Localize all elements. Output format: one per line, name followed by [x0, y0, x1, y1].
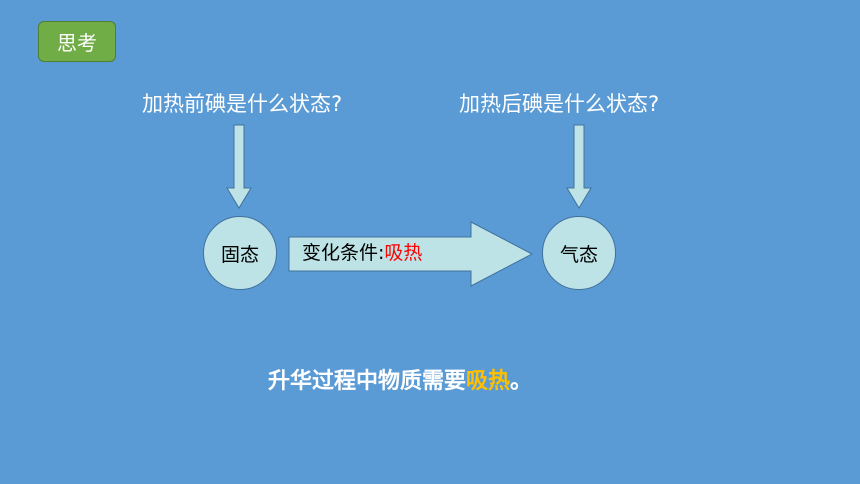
- question-after-heating: 加热后碘是什么状态?: [459, 92, 660, 116]
- solid-state-circle: 固态: [203, 216, 277, 290]
- transition-arrow: [288, 221, 534, 287]
- conclusion-highlight: 吸热: [466, 369, 511, 394]
- conclusion-text: 升华过程中物质需要吸热。: [268, 365, 532, 399]
- down-arrow-right: [566, 124, 592, 209]
- condition-prefix: 变化条件:: [302, 242, 385, 264]
- condition-value: 吸热: [384, 242, 423, 264]
- think-badge-label: 思考: [57, 31, 97, 55]
- gas-state-circle: 气态: [542, 216, 616, 290]
- conclusion-suffix: 。: [510, 369, 533, 394]
- condition-text: 变化条件:吸热: [302, 238, 422, 268]
- gas-state-label: 气态: [559, 243, 598, 266]
- think-badge: 思考: [38, 21, 116, 62]
- question-before-heating: 加热前碘是什么状态?: [142, 92, 343, 116]
- solid-state-label: 固态: [220, 243, 259, 266]
- down-arrow-left: [226, 124, 252, 209]
- conclusion-prefix: 升华过程中物质需要: [268, 369, 467, 394]
